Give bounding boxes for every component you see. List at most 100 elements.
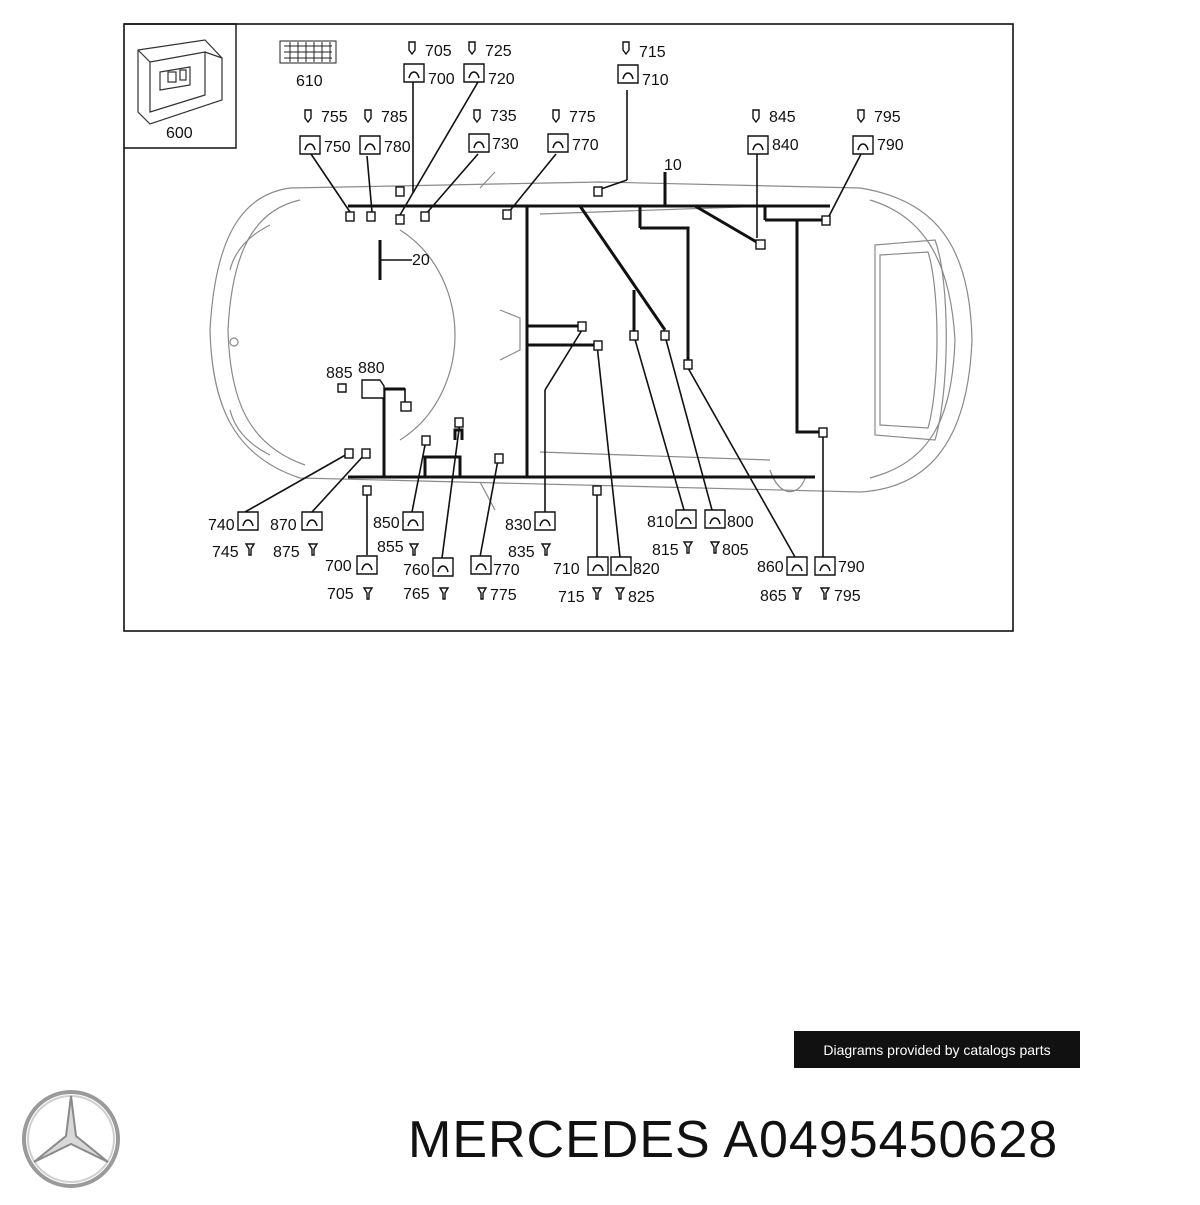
top-housing-label: 840: [772, 137, 799, 154]
bottom-pin-label: 825: [628, 589, 655, 606]
bottom-housing-label: 760: [403, 562, 430, 579]
terminal-pin-icon: [622, 41, 630, 56]
connector-housing-icon: [610, 556, 632, 576]
bottom-housing-label: 700: [325, 558, 352, 575]
top-housing-label: 720: [488, 71, 515, 88]
terminal-pin-icon: [540, 543, 552, 556]
bottom-pin-label: 835: [508, 544, 535, 561]
harness-20-label: 20: [412, 252, 430, 269]
connector-housing-icon: [617, 64, 639, 84]
connector-housing-icon: [814, 556, 836, 576]
top-housing-label: 710: [642, 72, 669, 89]
bottom-housing-label: 860: [757, 559, 784, 576]
bottom-pin-label: 815: [652, 542, 679, 559]
bottom-pin-label: 765: [403, 586, 430, 603]
bottom-pin-label: 865: [760, 588, 787, 605]
terminal-pin-icon: [857, 109, 865, 124]
top-pin-label: 705: [425, 43, 452, 60]
terminal-pin-icon: [362, 587, 374, 600]
terminal-pin-icon: [476, 587, 488, 600]
connector-housing-icon: [704, 509, 726, 529]
bottom-housing-label: 800: [727, 514, 754, 531]
bottom-pin-label: 875: [273, 544, 300, 561]
inset-frame: [124, 23, 237, 149]
fuse-label: 610: [296, 73, 323, 90]
bottom-pin-label: 715: [558, 589, 585, 606]
connector-layer: 7057007257207157107557507857807357307757…: [208, 41, 904, 606]
connector-housing-icon: [463, 63, 485, 83]
top-pin-label: 715: [639, 44, 666, 61]
top-pin-label: 785: [381, 109, 408, 126]
terminal-pin-icon: [819, 587, 831, 600]
top-housing-label: 700: [428, 71, 455, 88]
bottom-housing-label: 830: [505, 517, 532, 534]
terminal-pin-icon: [408, 41, 416, 56]
connector-housing-icon: [747, 135, 769, 155]
top-housing-label: 780: [384, 139, 411, 156]
connector-housing-icon: [470, 555, 492, 575]
bottom-housing-label: 870: [270, 517, 297, 534]
fuse-block-icon: [279, 40, 337, 64]
vehicle-outline: [209, 171, 973, 511]
bottom-pin-label: 705: [327, 586, 354, 603]
connector-housing-icon: [403, 63, 425, 83]
bottom-pin-label: 775: [490, 587, 517, 604]
terminal-pin-icon: [709, 541, 721, 554]
terminal-pin-icon: [244, 543, 256, 556]
connector-housing-icon: [852, 135, 874, 155]
bottom-housing-label: 850: [373, 515, 400, 532]
bottom-housing-label: 740: [208, 517, 235, 534]
inset-label: 600: [166, 125, 193, 142]
top-pin-label: 845: [769, 109, 796, 126]
top-housing-label: 750: [324, 139, 351, 156]
bottom-pin-label: 745: [212, 544, 239, 561]
terminal-pin-icon: [438, 587, 450, 600]
top-pin-label: 755: [321, 109, 348, 126]
top-housing-label: 770: [572, 137, 599, 154]
main-harness: [348, 172, 830, 479]
top-pin-label: 725: [485, 43, 512, 60]
connector-housing-icon: [675, 509, 697, 529]
credit-text: Diagrams provided by catalogs parts: [823, 1041, 1051, 1058]
terminal-pin-icon: [468, 41, 476, 56]
bottom-pin-label: 795: [834, 588, 861, 605]
mid-pin-label: 885: [326, 365, 353, 382]
top-pin-label: 775: [569, 109, 596, 126]
terminal-pin-icon: [791, 587, 803, 600]
top-housing-label: 730: [492, 136, 519, 153]
credit-badge: Diagrams provided by catalogs parts: [794, 1031, 1080, 1068]
mercedes-star-icon: [22, 1090, 120, 1188]
connector-housing-icon: [402, 511, 424, 531]
brand-name: MERCEDES: [408, 1111, 711, 1169]
top-housing-label: 790: [877, 137, 904, 154]
brand-part-title: MERCEDES A0495450628: [408, 1110, 1058, 1170]
terminal-pin-icon: [304, 109, 312, 124]
leader-lines: [244, 70, 862, 559]
harness-connectors: [344, 186, 831, 496]
control-module-icon: [137, 39, 223, 125]
bottom-housing-label: 710: [553, 561, 580, 578]
terminal-pin-icon: [307, 543, 319, 556]
connector-housing-icon: [547, 133, 569, 153]
connector-housing-icon: [237, 511, 259, 531]
terminal-pin-icon: [752, 109, 760, 124]
terminal-pin-icon: [408, 543, 420, 556]
bottom-pin-label: 855: [377, 539, 404, 556]
connector-880-icon: [337, 379, 406, 402]
terminal-pin-icon: [591, 587, 603, 600]
connector-housing-icon: [356, 555, 378, 575]
harness-10-label: 10: [664, 157, 682, 174]
connector-housing-icon: [587, 556, 609, 576]
part-number: A0495450628: [723, 1111, 1059, 1169]
connector-housing-icon: [534, 511, 556, 531]
connector-housing-icon: [432, 557, 454, 577]
connector-housing-icon: [301, 511, 323, 531]
top-pin-label: 795: [874, 109, 901, 126]
terminal-pin-icon: [552, 109, 560, 124]
connector-housing-icon: [299, 135, 321, 155]
bottom-housing-label: 810: [647, 514, 674, 531]
connector-housing-icon: [468, 133, 490, 153]
terminal-pin-icon: [682, 541, 694, 554]
